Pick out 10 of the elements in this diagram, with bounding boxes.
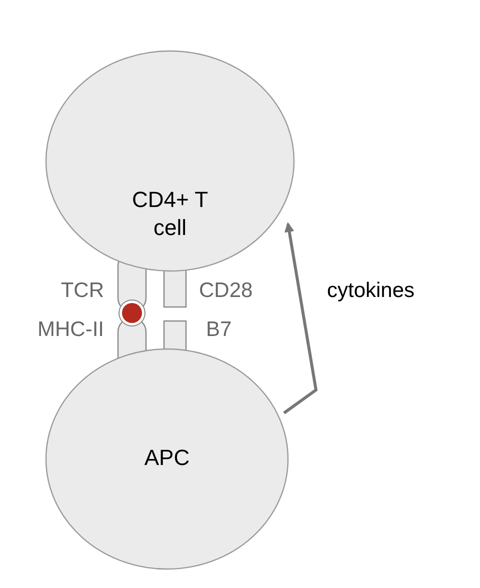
cell-ellipse (45, 348, 289, 570)
cell-ellipse (45, 50, 295, 272)
cell-label: CD4+ T cell (132, 186, 208, 242)
molecule-label: CD28 (199, 279, 253, 303)
arrow (283, 222, 318, 414)
cell-label: APC (143, 444, 191, 472)
molecule-label: TCR (60, 279, 104, 303)
molecule-label: B7 (206, 318, 232, 342)
edge-label: cytokines (327, 279, 415, 303)
molecule-label: MHC-II (38, 318, 104, 342)
